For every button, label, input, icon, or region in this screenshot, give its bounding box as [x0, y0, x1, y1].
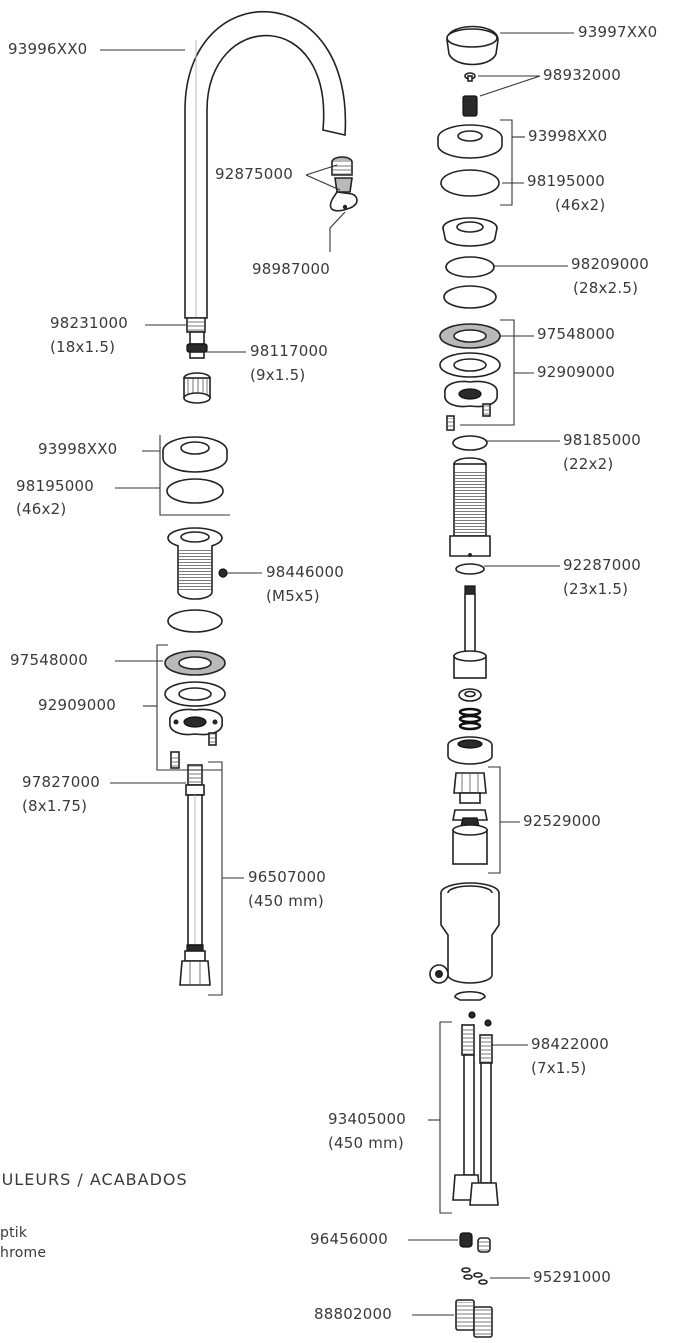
- part-label-adapters: 88802000: [314, 1305, 392, 1323]
- rosette-left-part: [162, 436, 228, 473]
- part-label-aerator: 92875000: [215, 165, 293, 183]
- part-label-reducer: 96456000: [310, 1230, 388, 1248]
- part-label-oring-7-size: (7x1.5): [531, 1059, 587, 1077]
- part-label-oring-23-size: (23x1.5): [563, 580, 629, 598]
- part-label-stud: 97827000: [22, 773, 100, 791]
- part-label-rosette-left: 93998XX0: [38, 440, 118, 458]
- part-label-oring-28: 98209000: [571, 255, 649, 273]
- part-label-gasket-right: 97548000: [537, 325, 615, 343]
- part-label-set-screw: 98446000: [266, 563, 344, 581]
- part-label-oring-7: 98422000: [531, 1035, 609, 1053]
- spout-base-part: [186, 317, 208, 359]
- part-label-oring-28-size: (28x2.5): [573, 279, 639, 297]
- mesh-spacer-part: [183, 372, 211, 404]
- washer-left-part: [164, 681, 226, 707]
- part-label-rosette-right: 93998XX0: [528, 127, 608, 145]
- part-label-gasket-left: 97548000: [10, 651, 88, 669]
- gasket-right-part: [439, 323, 501, 349]
- threaded-shank-left-part: [167, 527, 228, 600]
- part-label-spout-oring-small-size: (9x1.5): [250, 366, 306, 384]
- washer-right-part: [439, 352, 501, 378]
- part-label-hose-left: 96507000: [248, 868, 326, 886]
- leader-lines: [100, 32, 574, 1316]
- part-label-aerator-key: 98987000: [252, 260, 330, 278]
- part-label-fixing-right: 92909000: [537, 363, 615, 381]
- part-label-oring-right-size: (46x2): [555, 196, 606, 214]
- part-label-oring-22-size: (22x2): [563, 455, 614, 473]
- finishes-heading: OULEURS / ACABADOS: [0, 1170, 188, 1189]
- spring-part: [458, 707, 482, 731]
- part-label-set-screw-size: (M5x5): [266, 587, 320, 605]
- rosette-right-part: [437, 124, 503, 159]
- cover-nut-part: [442, 217, 498, 247]
- hose-right-part: [452, 1024, 499, 1206]
- gasket-left-part: [164, 650, 226, 676]
- ring-right-part: [443, 285, 497, 309]
- valve-body-part: [429, 882, 500, 984]
- part-label-oring-22: 98185000: [563, 431, 641, 449]
- part-label-oring-left: 98195000: [16, 477, 94, 495]
- o-ring-right-part: [440, 169, 500, 197]
- part-label-spout-oring-small: 98117000: [250, 342, 328, 360]
- threaded-body-part: [449, 457, 491, 557]
- part-label-knob: 93997XX0: [578, 23, 658, 41]
- cartridge-part: [452, 772, 488, 865]
- aerator-part: [329, 156, 358, 212]
- part-label-hose-right-length: (450 mm): [328, 1134, 404, 1152]
- washers-part: [461, 1267, 488, 1285]
- clip-part: [454, 990, 492, 1027]
- part-label-oring-left-size: (46x2): [16, 500, 67, 518]
- finish-item-1: ptik: [0, 1225, 28, 1241]
- part-label-screw: 98932000: [543, 66, 621, 84]
- part-label-spout-oring: 98231000: [50, 314, 128, 332]
- part-label-oring-23: 92287000: [563, 556, 641, 574]
- nut-ring-left-part: [167, 609, 223, 633]
- fixing-plate-right-part: [444, 380, 498, 431]
- bonnet-nut-part: [447, 736, 493, 765]
- o-ring-22-part: [452, 435, 488, 451]
- o-ring-28-part: [445, 256, 495, 278]
- part-label-oring-right: 98195000: [527, 172, 605, 190]
- hose-left-part: [179, 764, 211, 986]
- o-ring-23-part: [455, 563, 485, 575]
- spout-part: [184, 11, 347, 319]
- fixing-plate-left-part: [169, 708, 223, 769]
- part-label-hose-left-length: (450 mm): [248, 892, 324, 910]
- part-label-washers: 95291000: [533, 1268, 611, 1286]
- spindle-part: [453, 585, 487, 679]
- part-label-spout: 93996XX0: [8, 40, 88, 58]
- collar-part: [458, 688, 482, 702]
- o-ring-left-part: [166, 478, 224, 504]
- part-label-spout-oring-size: (18x1.5): [50, 338, 116, 356]
- part-label-cartridge: 92529000: [523, 812, 601, 830]
- reducer-part: [459, 1232, 491, 1253]
- finish-item-2: hrome: [0, 1245, 47, 1261]
- knob-part: [446, 25, 499, 66]
- part-label-fixing-left: 92909000: [38, 696, 116, 714]
- part-label-stud-size: (8x1.75): [22, 797, 88, 815]
- part-label-hose-right: 93405000: [328, 1110, 406, 1128]
- screw-part: [462, 72, 478, 117]
- adapters-part: [455, 1299, 493, 1338]
